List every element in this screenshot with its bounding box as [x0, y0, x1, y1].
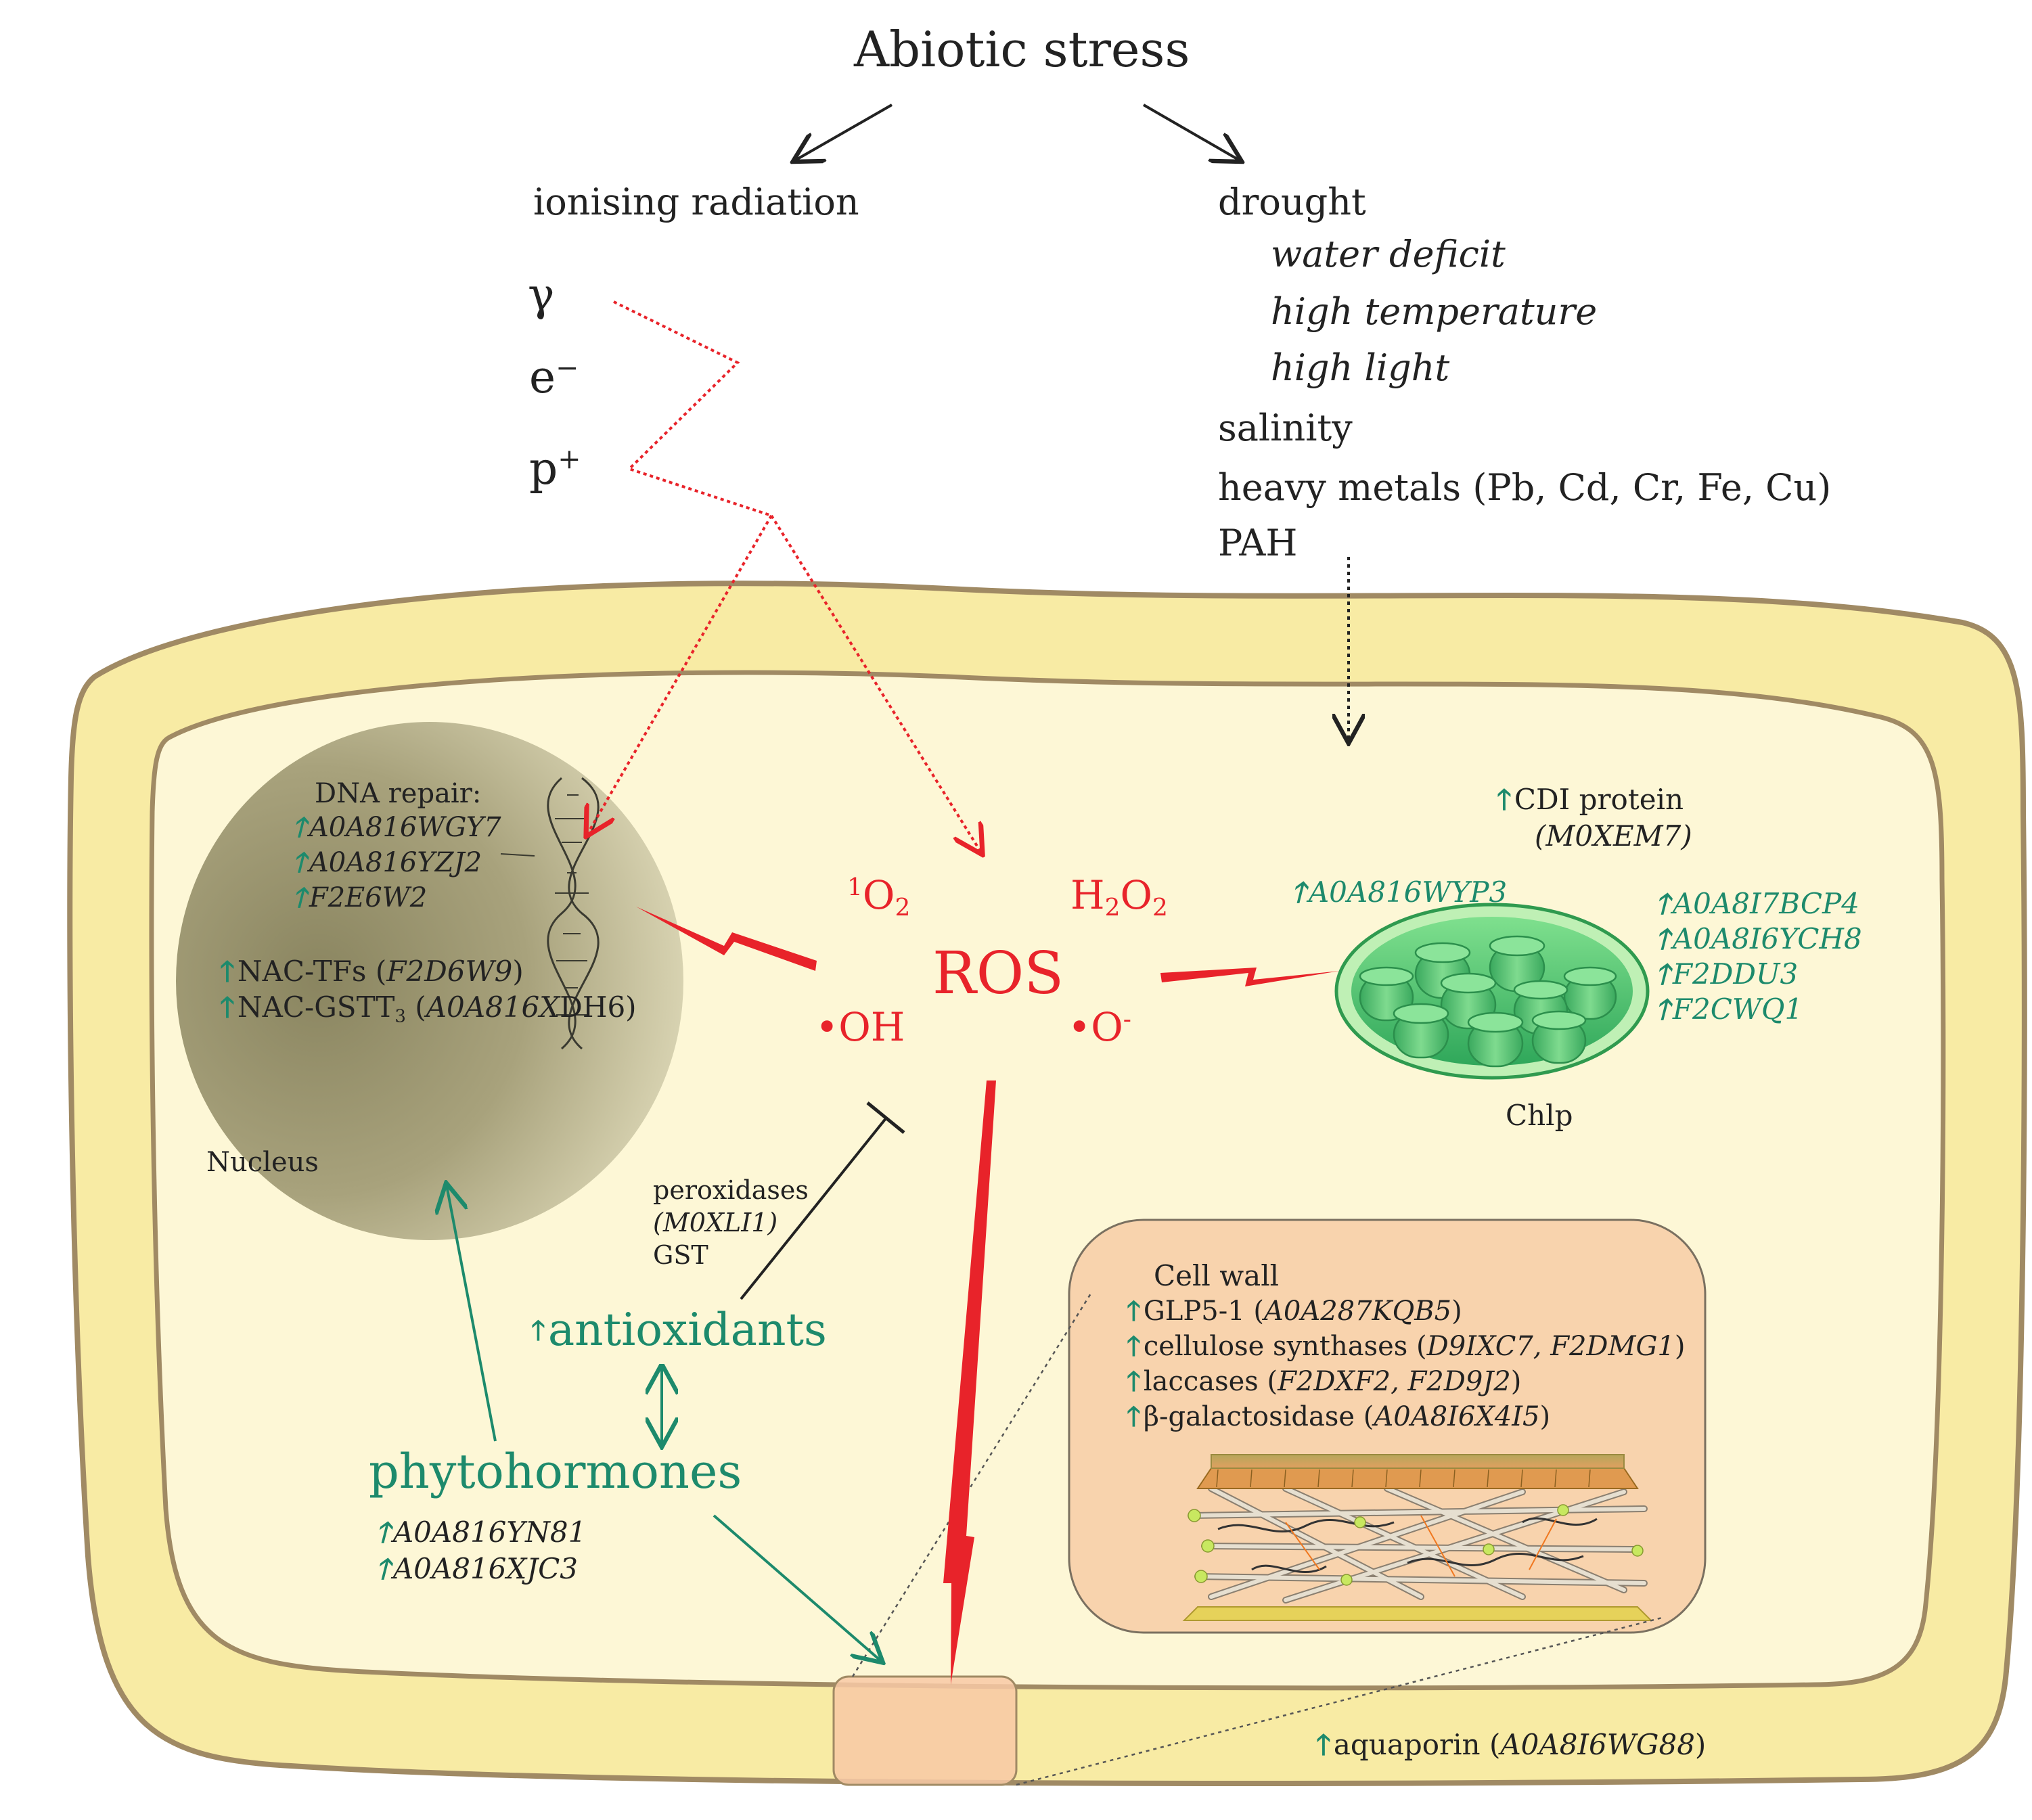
phytohormones-label: phytohormones: [369, 1444, 742, 1499]
ros-bolt-to-chloroplast: [1160, 968, 1340, 986]
ros-bolt-to-membrane: [943, 1080, 996, 1685]
up-arrow-icon: 🡑: [376, 1552, 390, 1585]
up-arrow-icon: 🡑: [1127, 1331, 1141, 1362]
radiation-path: [613, 300, 772, 517]
up-arrow-icon: 🡑: [1291, 875, 1306, 909]
ros-label: ROS: [932, 940, 1064, 1007]
page-title: Abiotic stress: [854, 21, 1190, 78]
cdi-protein-label: 🡑CDI protein: [1497, 783, 1684, 816]
chloroplast-label: Chlp: [1506, 1099, 1573, 1132]
phytohormone-id-list: 🡑A0A816YN81 🡑A0A816XJC3: [376, 1516, 587, 1585]
cell-wall-item: 🡑GLP5-1 (A0A287KQB5): [1127, 1296, 1462, 1327]
radiation-heading: ionising radiation: [533, 181, 859, 223]
pah-label: PAH: [1218, 522, 1298, 564]
hydrogen-peroxide-label: H2O2: [1070, 872, 1168, 922]
dna-repair-title: DNA repair:: [315, 778, 482, 809]
chloroplast-icon: [1334, 903, 1650, 1080]
peroxidase-id: (M0XLI1): [653, 1208, 778, 1237]
high-light-label: high light: [1271, 346, 1450, 389]
hydroxyl-radical-label: •OH: [815, 1004, 905, 1050]
proton-label: p+: [529, 442, 581, 495]
up-arrow-icon: 🡑: [1655, 922, 1670, 955]
up-arrow-icon: 🡑: [220, 955, 235, 988]
antioxidants-label: 🡑antioxidants: [531, 1304, 827, 1356]
chloroplast-id-list: 🡑A0A8I7BCP4 🡑A0A8I6YCH8 🡑F2DDU3 🡑F2CWQ1: [1655, 887, 1862, 1026]
up-arrow-icon: 🡑: [1316, 1728, 1331, 1761]
chloroplast-left-id: 🡑A0A816WYP3: [1291, 875, 1508, 909]
up-arrow-icon: 🡑: [292, 812, 307, 843]
up-arrow-icon: 🡑: [376, 1516, 390, 1549]
singlet-oxygen-label: 1O2: [847, 872, 911, 922]
heavy-metals-label: heavy metals (Pb, Cd, Cr, Fe, Cu): [1218, 466, 1832, 509]
cell-wall-box: [1068, 1219, 1707, 1634]
nucleus-body: [176, 722, 683, 1240]
membrane-zoom-box: [832, 1675, 1018, 1786]
phytohormone-to-nucleus-arrow: [447, 1185, 497, 1442]
up-arrow-icon: 🡑: [1127, 1366, 1141, 1397]
cell-wall-illustration-icon: [1182, 1454, 1653, 1621]
nac-tfs-label: 🡑NAC-TFs (F2D6W9): [220, 955, 524, 988]
cell-wall-item: 🡑β-galactosidase (A0A8I6X4I5): [1127, 1401, 1551, 1432]
superoxide-label: •O-: [1068, 1004, 1131, 1050]
high-temperature-label: high temperature: [1271, 290, 1598, 333]
up-arrow-icon: 🡑: [1127, 1401, 1141, 1432]
cell-wall-item: 🡑cellulose synthases (D9IXC7, F2DMG1): [1127, 1331, 1686, 1362]
up-arrow-icon: 🡑: [531, 1315, 545, 1346]
aquaporin-label: 🡑aquaporin (A0A8I6WG88): [1316, 1728, 1707, 1761]
arrow-to-radiation: [795, 104, 893, 160]
radiation-arrow-to-dna: [587, 514, 773, 834]
cell-wall-title: Cell wall: [1154, 1259, 1280, 1292]
electron-label: e−: [529, 351, 579, 403]
zoom-connector: [851, 1293, 1665, 1786]
radiation-arrow-to-ros: [770, 514, 981, 852]
nucleus-label: Nucleus: [206, 1147, 319, 1178]
cell-wall-list: 🡑GLP5-1 (A0A287KQB5) 🡑cellulose synthase…: [1127, 1294, 1685, 1434]
water-deficit-label: water deficit: [1271, 233, 1506, 275]
cell-wall-item: 🡑laccases (F2DXF2, F2D9J2): [1127, 1366, 1522, 1397]
phytohormone-to-membrane-arrow: [713, 1514, 881, 1661]
arrow-to-drought: [1142, 104, 1240, 160]
inhibition-line: [740, 1116, 888, 1300]
gamma-label: γ: [528, 269, 555, 321]
cdi-protein-id: (M0XEM7): [1535, 819, 1692, 852]
gst-label: GST: [653, 1240, 708, 1270]
salinity-label: salinity: [1218, 407, 1353, 449]
up-arrow-icon: 🡑: [1497, 783, 1512, 816]
inhibition-bar: [866, 1101, 905, 1134]
up-arrow-icon: 🡑: [1655, 887, 1670, 920]
up-arrow-icon: 🡑: [1655, 957, 1670, 991]
ros-bolt-to-nucleus: [636, 907, 817, 971]
peroxidases-label: peroxidases: [653, 1175, 809, 1205]
up-arrow-icon: 🡑: [292, 882, 307, 913]
up-arrow-icon: 🡑: [1655, 993, 1670, 1026]
up-arrow-icon: 🡑: [292, 847, 307, 878]
dna-repair-list: 🡑A0A816WGY7 🡑A0A816YZJ2 🡑F2E6W2: [292, 812, 501, 913]
drought-label: drought: [1218, 181, 1366, 223]
up-arrow-icon: 🡑: [220, 991, 235, 1024]
up-arrow-icon: 🡑: [1127, 1296, 1141, 1327]
nac-gstt-label: 🡑NAC-GSTT3 (A0A816XDH6): [220, 991, 637, 1027]
